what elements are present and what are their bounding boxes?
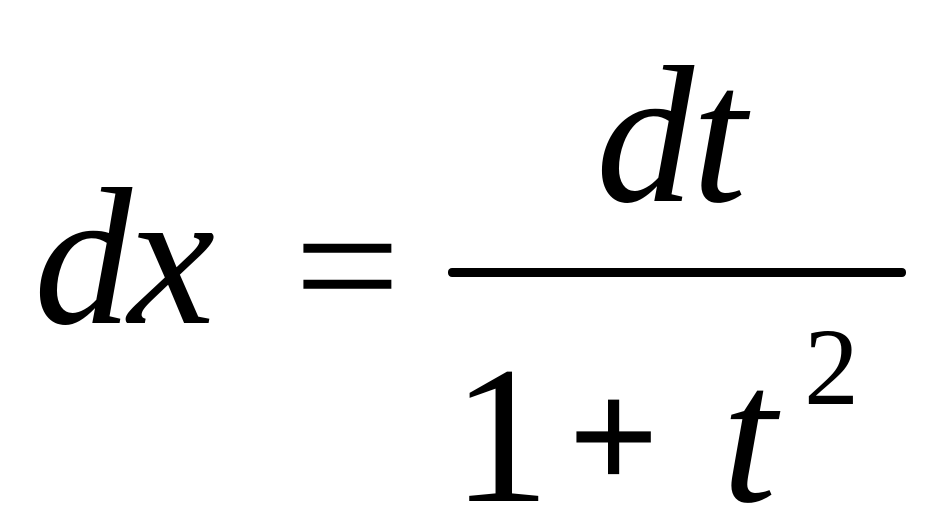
denominator-one: 1 (452, 327, 550, 531)
equals-sign: = (294, 166, 401, 365)
lhs-dx: dx (34, 149, 215, 366)
fraction-bar (448, 268, 906, 277)
denominator-plus: + (568, 347, 660, 525)
denominator-exponent: 2 (804, 306, 859, 428)
denominator-variable: t (722, 327, 777, 531)
fraction-numerator: dt (596, 27, 746, 244)
